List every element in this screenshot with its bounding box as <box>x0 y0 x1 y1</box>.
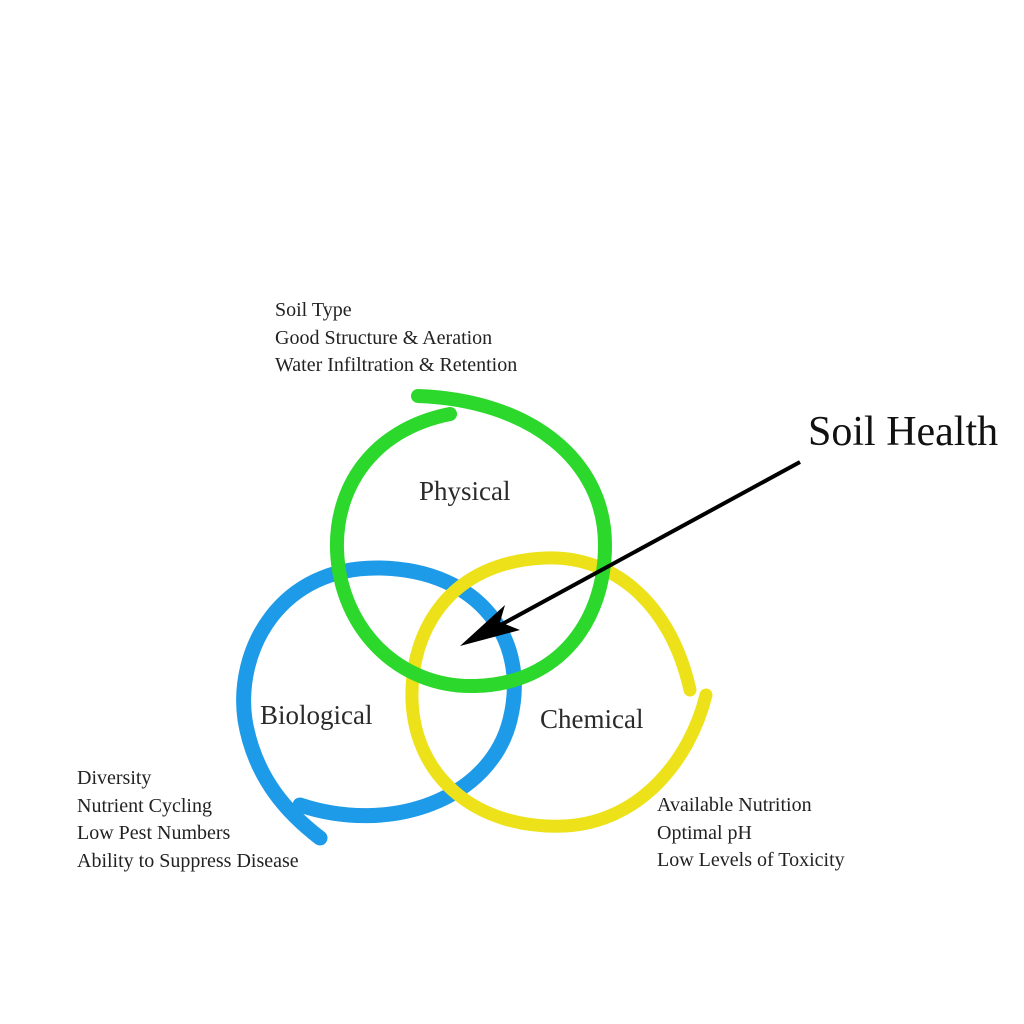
biological-label: Biological <box>260 700 373 730</box>
physical-items: Soil Type Good Structure & Aeration Wate… <box>275 297 517 380</box>
list-item: Diversity <box>77 767 152 789</box>
list-item: Available Nutrition <box>657 794 812 816</box>
chemical-items: Available Nutrition Optimal pH Low Level… <box>657 792 845 875</box>
list-item: Low Levels of Toxicity <box>657 849 845 871</box>
list-item: Water Infiltration & Retention <box>275 354 518 376</box>
biological-circle <box>236 560 522 846</box>
arrow-head <box>460 605 520 646</box>
list-item: Nutrient Cycling <box>77 794 212 817</box>
list-item: Ability to Suppress Disease <box>77 849 299 872</box>
arrow-line <box>494 460 801 630</box>
physical-circle <box>329 389 613 694</box>
list-item: Soil Type <box>275 299 352 321</box>
list-item: Good Structure & Aeration <box>275 326 493 349</box>
diagram-title: Soil Health <box>808 409 999 455</box>
list-item: Optimal pH <box>657 821 752 844</box>
list-item: Low Pest Numbers <box>77 822 231 844</box>
physical-label: Physical <box>419 476 511 506</box>
biological-items: Diversity Nutrient Cycling Low Pest Numb… <box>77 765 299 875</box>
chemical-label: Chemical <box>540 704 644 734</box>
